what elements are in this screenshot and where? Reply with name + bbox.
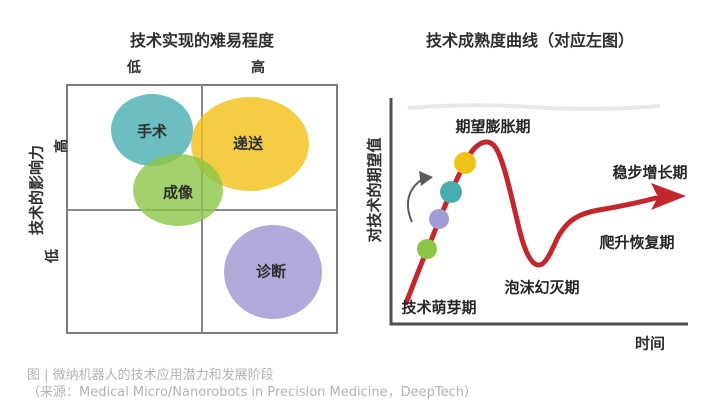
stage-dot-purple xyxy=(429,209,449,229)
left-chart-title: 技术实现的难易程度 xyxy=(129,31,275,50)
x-axis-label-low: 低 xyxy=(127,60,141,76)
faint-watermark-streak xyxy=(407,103,661,111)
x-axis-label-high: 高 xyxy=(251,60,265,76)
rising-arrow-icon xyxy=(407,178,424,223)
hype-axes xyxy=(389,98,688,326)
delivery-bubble-label: 递送 xyxy=(232,134,264,153)
stage-label-plateau: 稳步增长期 xyxy=(612,163,688,182)
right-chart-title: 技术成熟度曲线（对应左图） xyxy=(425,31,635,50)
imaging-bubble xyxy=(133,154,223,226)
imaging-bubble-label: 成像 xyxy=(162,183,194,202)
right-y-axis-title: 对技术的期望值 xyxy=(365,137,384,243)
rising-arrowhead-icon xyxy=(419,171,433,186)
trend-arrowhead-icon xyxy=(651,183,686,210)
figure-caption: 图 | 微纳机器人的技术应用潜力和发展阶段 xyxy=(27,368,274,383)
diagnosis-bubble xyxy=(224,225,322,319)
stage-dot-green xyxy=(417,239,437,259)
stage-label-trough: 泡沫幻灭期 xyxy=(504,278,580,297)
y-axis-label-high: 高 xyxy=(54,139,70,153)
x-axis-title-time: 时间 xyxy=(634,334,666,353)
stage-dot-yellow xyxy=(454,152,476,174)
left-y-axis-title: 技术的影响力 xyxy=(27,144,46,236)
surgery-bubble-label: 手术 xyxy=(136,122,168,141)
stage-dot-teal xyxy=(440,181,462,203)
y-axis-label-low: 低 xyxy=(45,249,61,263)
figure-source: （来源：Medical Micro/Nanorobots in Precisio… xyxy=(27,385,477,400)
stage-label-peak: 期望膨胀期 xyxy=(455,117,531,136)
stage-label-trigger: 技术萌芽期 xyxy=(401,298,477,317)
stage-label-slope: 爬升恢复期 xyxy=(599,233,675,252)
delivery-bubble xyxy=(191,97,309,191)
diagnosis-bubble-label: 诊断 xyxy=(255,262,287,281)
surgery-bubble xyxy=(111,94,193,166)
